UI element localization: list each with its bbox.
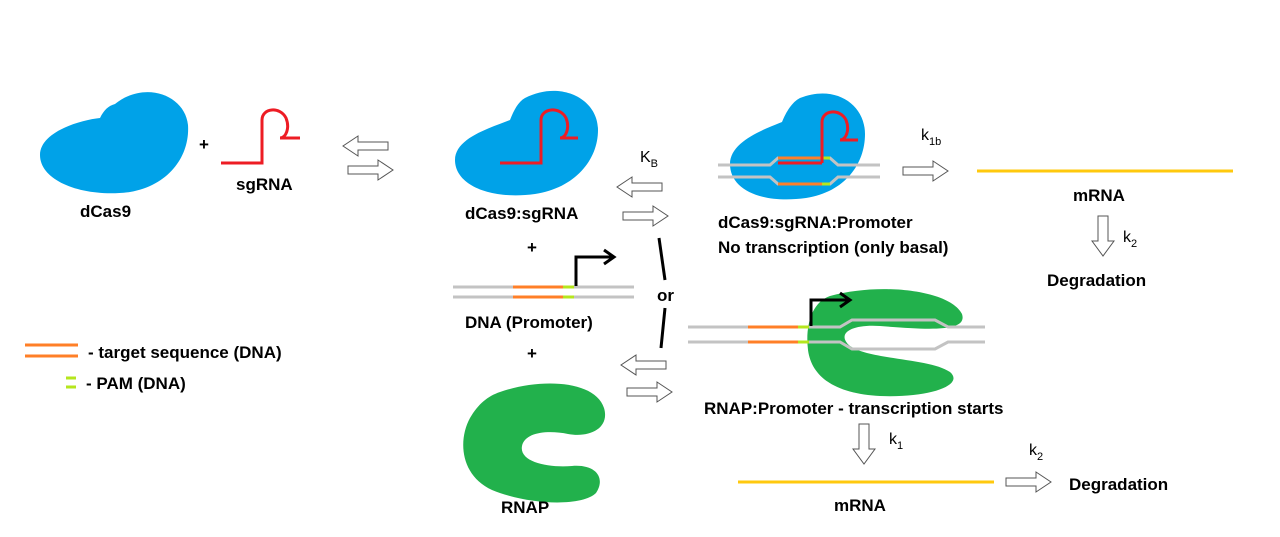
rnap-protein (463, 383, 606, 503)
legend-pam-swatch (66, 376, 76, 389)
dna-promoter (453, 248, 634, 299)
k2-bottom-rate: k2 (1029, 442, 1043, 463)
rnap-promoter-complex (688, 289, 985, 397)
legend-target-label: - target sequence (DNA) (88, 343, 282, 362)
binding-equilibrium-arrows (342, 135, 394, 181)
legend: - target sequence (DNA) - PAM (DNA) (25, 343, 282, 393)
sgrna-label: sgRNA (236, 175, 293, 194)
legend-target-swatch (25, 343, 78, 358)
dcas9-label: dCas9 (80, 202, 131, 221)
active-complex-label: RNAP:Promoter - transcription starts (704, 399, 1003, 418)
plus-sign: + (199, 135, 209, 154)
k1b-rate: k1b (921, 127, 941, 148)
transcription-equilibrium-arrows (620, 354, 673, 403)
plus-sign: + (527, 344, 537, 363)
or-label: or (657, 286, 674, 305)
k1-rate: k1 (889, 431, 903, 452)
dcas9-sgrna-complex (455, 90, 598, 196)
rnap-label: RNAP (501, 498, 549, 517)
repressed-complex-label: dCas9:sgRNA:Promoter (718, 213, 913, 232)
dcas9-protein (40, 92, 189, 194)
dcas9-sgrna-promoter-complex (718, 93, 880, 200)
k2-top-rate: k2 (1123, 229, 1137, 250)
complex-label: dCas9:sgRNA (465, 204, 578, 223)
repressed-note: No transcription (only basal) (718, 238, 948, 257)
sgrna-strand (221, 108, 300, 165)
degradation-top-arrow (1091, 215, 1115, 257)
plus-sign: + (527, 238, 537, 257)
mrna-top-label: mRNA (1073, 186, 1125, 205)
legend-pam-label: - PAM (DNA) (86, 374, 186, 393)
repression-equilibrium-arrows (616, 176, 669, 227)
basal-transcription-arrow (902, 160, 949, 182)
degradation-top-label: Degradation (1047, 271, 1146, 290)
or-divider (657, 237, 667, 349)
kb-rate: KB (640, 149, 658, 170)
transcription-arrow (852, 423, 876, 465)
degradation-bottom-arrow (1005, 471, 1052, 493)
mrna-bottom-label: mRNA (834, 496, 886, 515)
dna-promoter-label: DNA (Promoter) (465, 313, 593, 332)
degradation-bottom-label: Degradation (1069, 475, 1168, 494)
